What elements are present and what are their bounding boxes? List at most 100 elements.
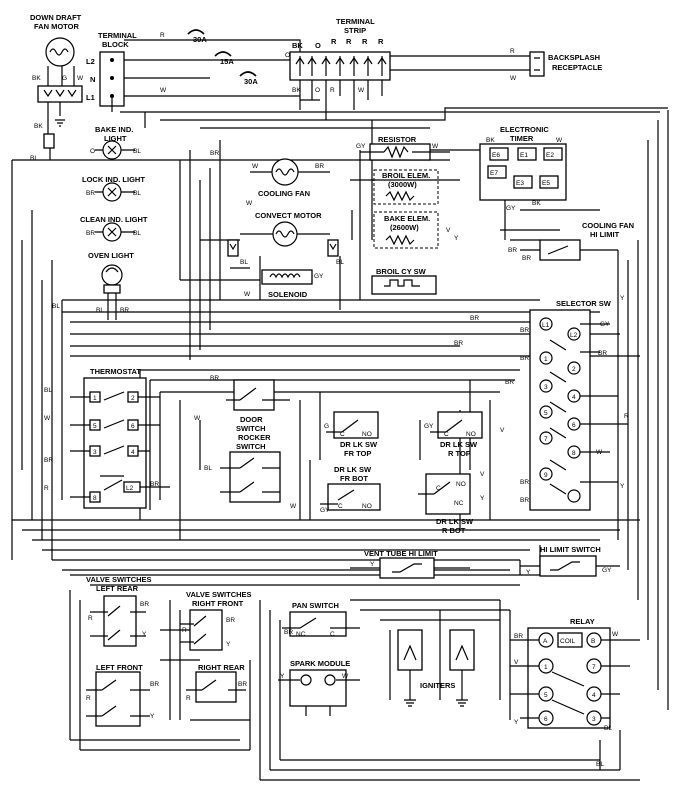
dr-lk-fr-bot-label-1: DR LK SW: [334, 465, 372, 474]
door-switch-label-2: SWITCH: [236, 424, 266, 433]
backsplash-receptacle: R W BACKSPLASH RECEPTACLE: [390, 48, 602, 82]
terminal-block: TERMINAL BLOCK L2 N L1: [86, 31, 190, 112]
svg-text:Y: Y: [620, 483, 625, 490]
dr-lk-fr-top-l-label-1: DR LK SW: [340, 440, 378, 449]
dr-lk-r-top-label-1: DR LK SW: [440, 440, 478, 449]
svg-text:Y: Y: [226, 641, 231, 648]
svg-text:1: 1: [93, 395, 97, 402]
svg-text:NC: NC: [296, 631, 306, 638]
relay: RELAY A COIL B 1 7 5 4 6 3 BR W V Y BL B…: [510, 617, 640, 768]
svg-text:E7: E7: [490, 170, 498, 177]
bake-ind-label-1: BAKE IND.: [95, 125, 133, 134]
broil-elem-label-1: BROIL ELEM.: [382, 171, 430, 180]
cooling-fan-label: COOLING FAN: [258, 189, 310, 198]
svg-text:BL: BL: [30, 155, 38, 162]
svg-text:W: W: [77, 75, 84, 82]
svg-text:BR: BR: [86, 230, 95, 237]
svg-text:V: V: [514, 659, 519, 666]
svg-text:R: R: [362, 37, 368, 46]
svg-text:BL: BL: [96, 307, 104, 314]
svg-text:BR: BR: [284, 629, 293, 636]
svg-text:W: W: [246, 200, 253, 207]
fuse-30a-bottom: 30A: [244, 77, 258, 86]
svg-text:R: R: [44, 485, 49, 492]
svg-text:6: 6: [544, 716, 548, 723]
svg-text:E3: E3: [516, 180, 524, 187]
down-draft-fan-motor: DOWN DRAFT FAN MOTOR BK G W BK BL: [30, 13, 84, 162]
svg-text:BK: BK: [34, 123, 43, 130]
svg-text:W: W: [44, 415, 51, 422]
dr-lk-fr-bot-label-2: FR BOT: [340, 474, 368, 483]
svg-text:A: A: [543, 638, 548, 645]
rocker-switch-label-1: ROCKER: [238, 433, 271, 442]
rocker-switch-label-2: SWITCH: [236, 442, 266, 451]
svg-text:5: 5: [544, 410, 548, 417]
svg-text:V: V: [500, 427, 505, 434]
pan-switch-label: PAN SWITCH: [292, 601, 339, 610]
wire-network: [11, 107, 669, 781]
svg-text:GY: GY: [602, 567, 612, 574]
wire-color-tags: BR W BR BR BR BR BR V BR Y R Y BL BR BR …: [52, 150, 629, 504]
svg-text:O: O: [90, 148, 95, 155]
down-draft-label-2: FAN MOTOR: [34, 22, 79, 31]
svg-text:C: C: [338, 503, 343, 510]
electronic-timer: ELECTRONIC TIMER E6 E1 E2 E7 E3 E5 BK W …: [479, 125, 567, 212]
valve-rf-label-2: RIGHT FRONT: [192, 599, 244, 608]
timer-label-2: TIMER: [510, 134, 534, 143]
valve-lr-label-2: LEFT REAR: [96, 584, 139, 593]
svg-text:8: 8: [93, 495, 97, 502]
svg-text:G: G: [324, 423, 329, 430]
svg-text:R: R: [378, 37, 384, 46]
svg-text:BL: BL: [133, 230, 141, 237]
dr-lk-r-top-label-2: R TOP: [448, 449, 471, 458]
svg-text:C: C: [340, 431, 345, 438]
svg-text:W: W: [556, 137, 563, 144]
svg-text:BL: BL: [52, 303, 60, 310]
svg-text:V: V: [480, 471, 485, 478]
down-draft-label-1: DOWN DRAFT: [30, 13, 82, 22]
svg-text:L2: L2: [570, 332, 578, 339]
svg-text:L2: L2: [86, 57, 95, 66]
svg-text:BL: BL: [240, 259, 248, 266]
svg-text:R: R: [624, 413, 629, 420]
left-front-label: LEFT FRONT: [96, 663, 143, 672]
svg-text:BR: BR: [514, 633, 523, 640]
svg-text:BK: BK: [292, 87, 301, 94]
svg-text:Y: Y: [142, 631, 147, 638]
broil-elem-label-2: (3000W): [388, 180, 417, 189]
svg-text:R: R: [331, 37, 337, 46]
svg-text:BR: BR: [226, 617, 235, 624]
svg-text:BL: BL: [604, 725, 612, 732]
thermostat: THERMOSTAT 1 2 5 6 3 4 8 L2 BL W BR R: [44, 367, 170, 509]
svg-text:R: R: [86, 695, 91, 702]
svg-text:BR: BR: [454, 340, 463, 347]
svg-text:BR: BR: [520, 497, 529, 504]
svg-text:Y: Y: [370, 561, 375, 568]
backsplash-label-1: BACKSPLASH: [548, 53, 600, 62]
svg-text:8: 8: [572, 450, 576, 457]
fuses: 30A 15A 30A R O W: [124, 29, 301, 97]
resistor-label: RESISTOR: [378, 135, 417, 144]
svg-text:W: W: [358, 87, 365, 94]
valve-lr-label-1: VALVE SWITCHES: [86, 575, 152, 584]
svg-text:W: W: [612, 631, 619, 638]
svg-text:L2: L2: [126, 485, 134, 492]
svg-text:9: 9: [544, 472, 548, 479]
svg-text:2: 2: [131, 395, 135, 402]
svg-text:BR: BR: [522, 255, 531, 262]
svg-text:N: N: [90, 75, 95, 84]
svg-text:5: 5: [544, 692, 548, 699]
terminal-block-label-2: BLOCK: [102, 40, 129, 49]
svg-text:O: O: [315, 87, 320, 94]
svg-text:GY: GY: [600, 321, 610, 328]
svg-text:BR: BR: [598, 350, 607, 357]
svg-text:O: O: [285, 52, 290, 59]
svg-text:Y: Y: [280, 673, 285, 680]
svg-text:W: W: [290, 503, 297, 510]
svg-text:NO: NO: [456, 481, 466, 488]
svg-text:BR: BR: [508, 247, 517, 254]
svg-text:C: C: [436, 485, 441, 492]
svg-text:BL: BL: [133, 190, 141, 197]
svg-text:W: W: [244, 291, 251, 298]
svg-text:BK: BK: [292, 41, 303, 50]
